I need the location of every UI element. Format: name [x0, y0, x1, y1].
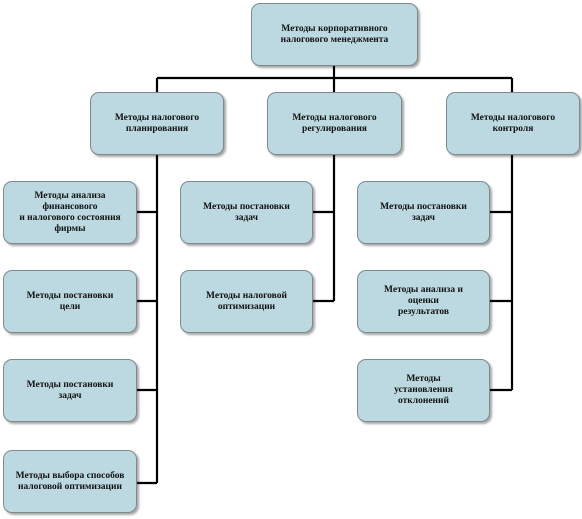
node-planning-tasks: Методы постановки задач [3, 359, 137, 422]
node-control-deviations: Методы установления отклонений [357, 359, 490, 422]
root-node: Методы корпоративного налогового менеджм… [251, 3, 418, 66]
node-planning-optimization-choice: Методы выбора способов налоговой оптимиз… [3, 450, 137, 513]
node-control-analysis: Методы анализа и оценки результатов [357, 270, 490, 333]
branch-control: Методы налогового контроля [446, 92, 580, 155]
node-planning-analysis: Методы анализа финансового и налогового … [3, 181, 137, 244]
node-planning-goals: Методы постановки цели [3, 270, 137, 333]
node-control-tasks: Методы постановки задач [357, 181, 490, 244]
node-regulation-optimization: Методы налоговой оптимизации [180, 270, 313, 333]
branch-planning: Методы налогового планирования [90, 92, 224, 155]
branch-regulation: Методы налогового регулирования [267, 92, 402, 155]
node-regulation-tasks: Методы постановки задач [180, 181, 313, 244]
